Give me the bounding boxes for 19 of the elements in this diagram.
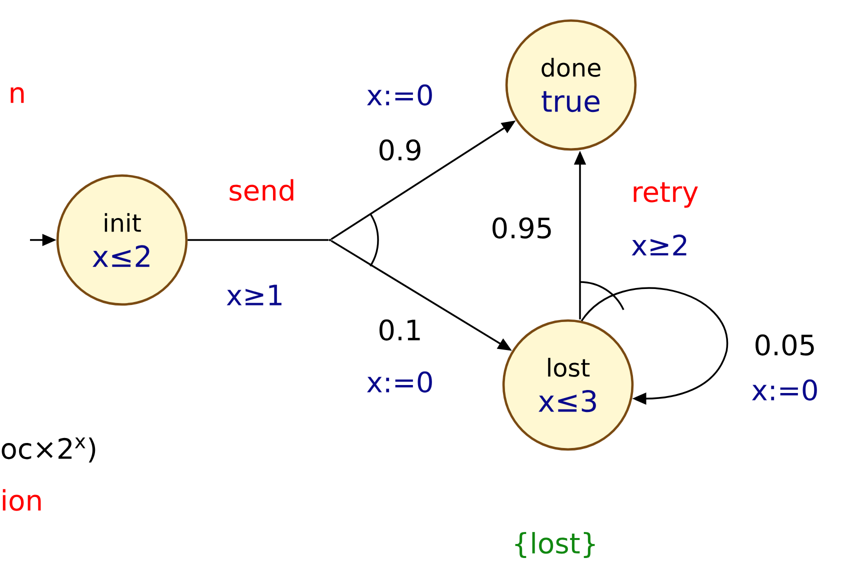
label: ion xyxy=(2,489,41,511)
label: x:=0 xyxy=(752,379,817,401)
label: retry xyxy=(634,182,698,208)
label: x≥1 xyxy=(226,284,282,306)
label: x:=0 xyxy=(367,84,432,106)
label: n xyxy=(10,87,24,103)
branch-arc xyxy=(580,281,624,310)
arrow xyxy=(580,288,728,405)
edge-label: send xyxy=(230,179,294,201)
edge-label: 0.05 xyxy=(756,334,814,356)
label: oc×2$^{x}$) xyxy=(2,437,96,463)
edge-label: 0.1 xyxy=(380,319,420,341)
state-label: {lost} xyxy=(515,532,595,558)
label: x:=0 xyxy=(367,371,432,393)
edge-label: 0.95 xyxy=(492,217,551,239)
label: x≥2 xyxy=(632,234,686,256)
edge-label: 0.9 xyxy=(380,139,420,161)
branch-point xyxy=(328,238,332,242)
branch-arc xyxy=(370,213,379,267)
